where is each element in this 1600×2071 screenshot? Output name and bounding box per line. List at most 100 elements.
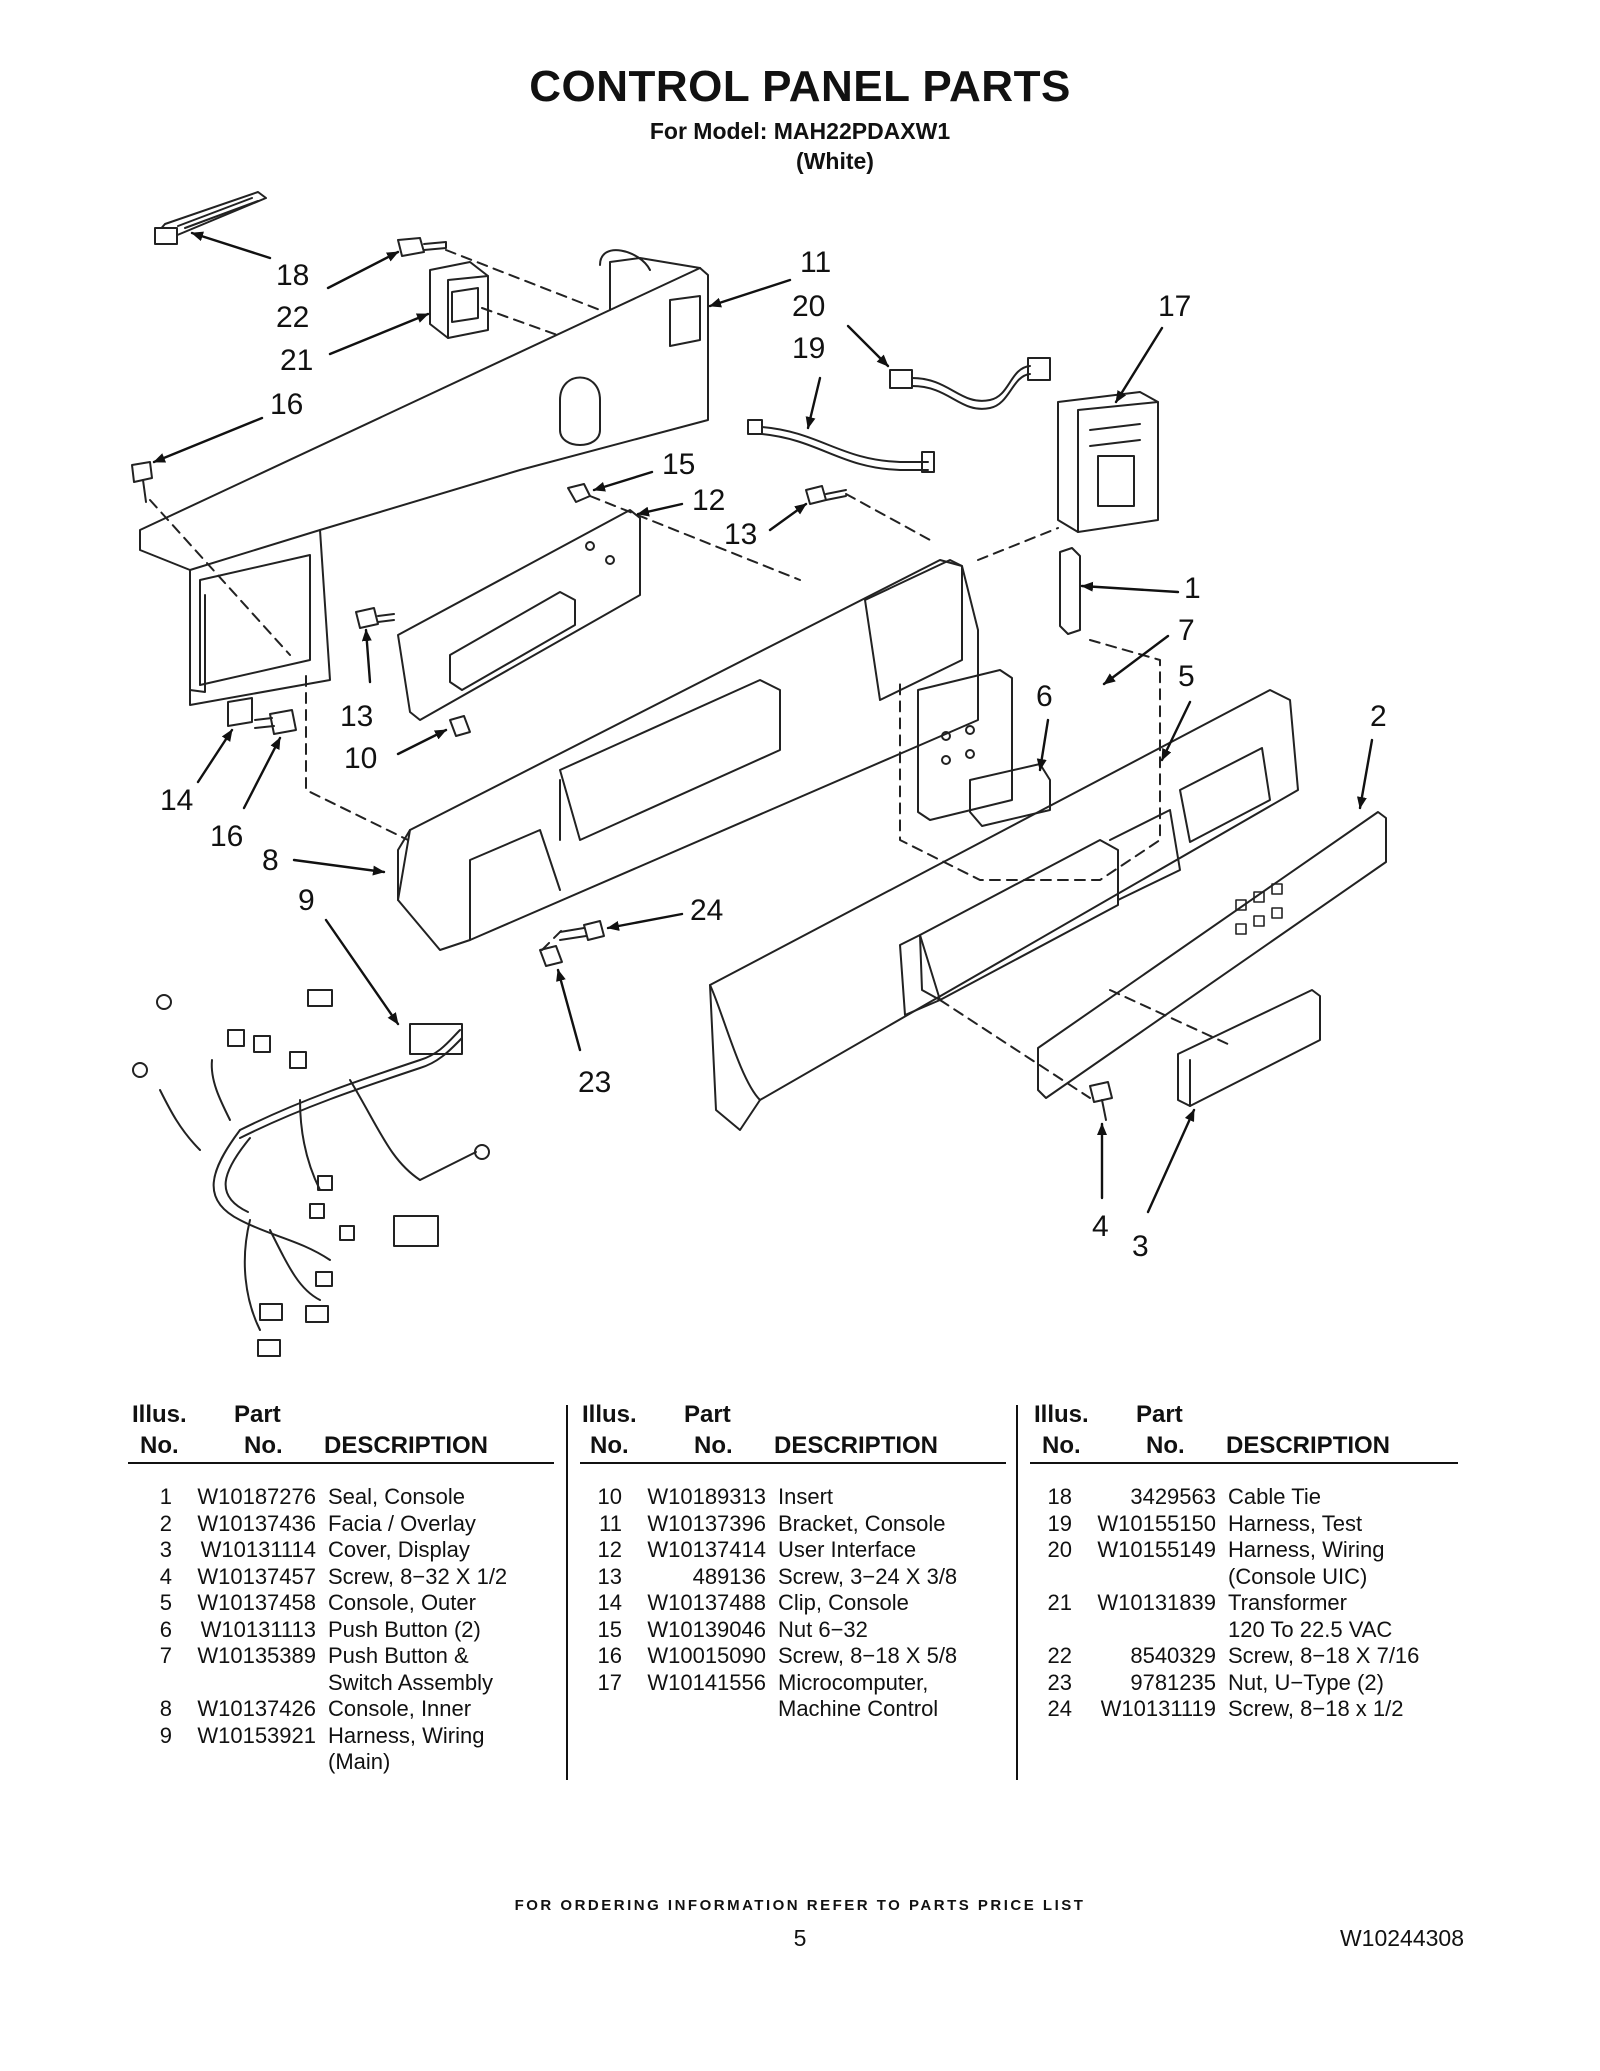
callout-6: 6 <box>1036 680 1053 713</box>
part-no: W10139046 <box>647 1616 766 1642</box>
table-header: Illus. No. Part No. DESCRIPTION <box>578 1400 1003 1462</box>
illus-no: 8 <box>159 1696 172 1721</box>
part-description: 120 To 22.5 VAC <box>1228 1616 1393 1642</box>
part-description: User Interface <box>778 1537 917 1562</box>
screw-13-lower-drawing <box>355 607 395 629</box>
illus-no: 14 <box>597 1590 622 1615</box>
part-no: W10131113 <box>200 1616 316 1642</box>
cable-tie-drawing <box>154 191 267 245</box>
part-description: Bracket, Console <box>778 1510 946 1536</box>
table-row: 120 To 22.5 VAC <box>1040 1617 1460 1644</box>
callout-14: 14 <box>160 784 193 817</box>
table-row: (Main) <box>140 1749 560 1776</box>
user-interface-board-drawing <box>397 509 641 721</box>
part-description: Transformer <box>1228 1590 1347 1615</box>
part-description: Harness, Test <box>1228 1510 1363 1536</box>
header-rule-3 <box>1030 1462 1458 1464</box>
part-no: W10131839 <box>1097 1590 1216 1615</box>
part-description: Console, Inner <box>328 1696 472 1721</box>
illus-no: 18 <box>1047 1484 1072 1509</box>
callout-21: 21 <box>280 344 313 377</box>
callout-9: 9 <box>298 884 315 917</box>
header-part: Part <box>684 1401 731 1428</box>
part-no: W10015090 <box>647 1643 766 1668</box>
table-row: Machine Control <box>590 1696 1010 1723</box>
callout-11: 11 <box>800 246 831 279</box>
illus-no: 23 <box>1047 1669 1072 1695</box>
callout-13-lower: 13 <box>340 700 373 733</box>
part-no: W10155149 <box>1097 1537 1216 1562</box>
part-no: W10137396 <box>647 1510 766 1536</box>
header-description: DESCRIPTION <box>774 1432 939 1459</box>
screw-16-lower-drawing <box>254 709 297 735</box>
part-description: Cover, Display <box>328 1537 470 1562</box>
screw-16-upper-drawing <box>131 461 153 503</box>
header-part: Part <box>234 1401 281 1428</box>
header-illus: Illus. <box>132 1401 187 1428</box>
illus-no: 10 <box>597 1484 622 1509</box>
part-no: W10131114 <box>200 1537 316 1562</box>
dashed-guide-lines <box>149 249 1231 1099</box>
part-description: (Main) <box>328 1749 391 1774</box>
table-row: 8 W10137426 Console, Inner <box>140 1696 560 1723</box>
table-row: Switch Assembly <box>140 1670 560 1697</box>
column-divider-1 <box>566 1405 568 1780</box>
part-description: Clip, Console <box>778 1590 909 1615</box>
screw-4-drawing <box>1089 1081 1113 1121</box>
console-seal-drawing <box>1059 547 1081 635</box>
main-wiring-harness-drawing <box>132 989 490 1357</box>
callout-22: 22 <box>276 301 309 334</box>
part-no: W10137426 <box>197 1696 316 1721</box>
insert-drawing <box>449 715 471 737</box>
part-no: W10187276 <box>197 1484 316 1509</box>
table-row: 11 W10137396 Bracket, Console <box>590 1511 1010 1538</box>
part-no: 489136 <box>692 1563 766 1589</box>
part-description: Push Button & <box>328 1643 469 1668</box>
callout-4: 4 <box>1092 1210 1109 1243</box>
facia-overlay-drawing <box>1037 811 1387 1099</box>
part-description: Push Button (2) <box>328 1616 481 1642</box>
part-description: Cable Tie <box>1228 1484 1321 1509</box>
illus-no: 12 <box>597 1537 622 1562</box>
header-rule-2 <box>580 1462 1006 1464</box>
callout-23: 23 <box>578 1066 611 1099</box>
callout-12: 12 <box>692 484 725 517</box>
header-rule-1 <box>128 1462 554 1464</box>
part-no: W10153921 <box>197 1722 316 1748</box>
callout-8: 8 <box>262 844 279 877</box>
illus-no: 11 <box>599 1510 622 1536</box>
part-description: Nut 6−32 <box>778 1616 868 1642</box>
illus-no: 22 <box>1047 1643 1072 1668</box>
header-part: Part <box>1136 1401 1183 1428</box>
part-no: W10131119 <box>1100 1696 1216 1721</box>
callout-16-lower: 16 <box>210 820 243 853</box>
table-header: Illus. No. Part No. DESCRIPTION <box>128 1400 553 1462</box>
column-divider-2 <box>1016 1405 1018 1780</box>
illus-no: 20 <box>1047 1537 1072 1562</box>
page-number: 5 <box>793 1925 807 1951</box>
callout-15: 15 <box>662 448 695 481</box>
illus-no: 24 <box>1047 1696 1072 1721</box>
callout-10: 10 <box>344 742 377 775</box>
